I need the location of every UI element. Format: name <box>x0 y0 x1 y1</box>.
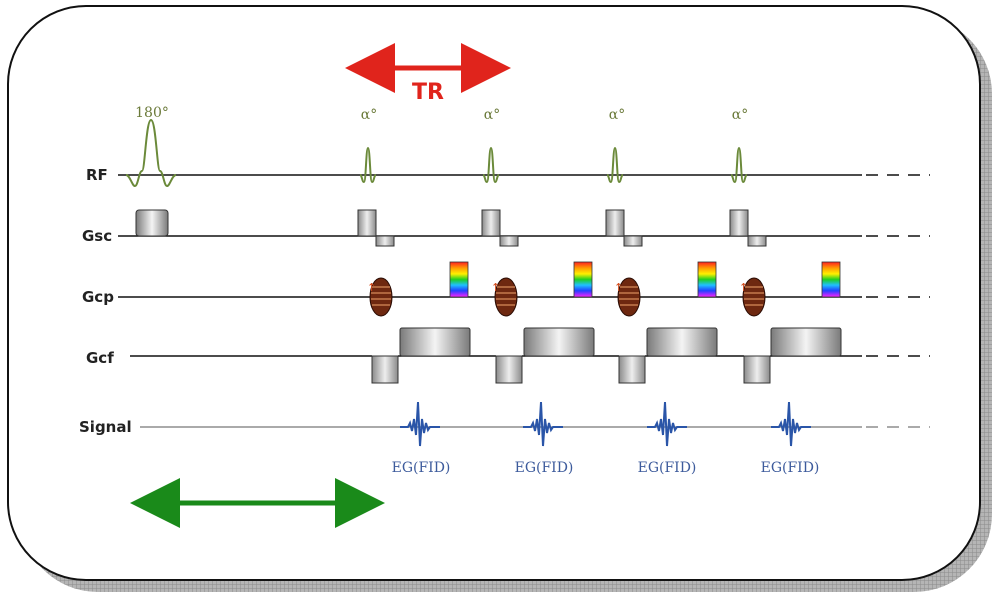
readout-prephase <box>371 355 399 384</box>
gsc-slice-lobe <box>481 209 501 237</box>
tr-label: TR <box>412 80 444 105</box>
gsc-slice-lobe <box>357 209 377 237</box>
phase-rewinder <box>573 261 593 298</box>
row-label-signal: Signal <box>79 418 132 436</box>
readout-prephase <box>618 355 646 384</box>
row-label-gcp: Gcp <box>82 288 114 306</box>
signal-echo <box>523 401 563 447</box>
phase-encode-lobe: ↑ <box>491 277 518 317</box>
phase-encode-lobe: ↑ <box>614 277 641 317</box>
readout-lobe <box>399 327 471 357</box>
signal-echo <box>771 401 811 447</box>
diagram-frame <box>7 5 981 581</box>
gcf-readout <box>371 327 842 384</box>
gcp-phase-encoding: ↑ ↑ ↑ ↑ <box>367 261 841 317</box>
phase-encode-lobe: ↑ <box>739 277 766 317</box>
row-label-rf: RF <box>86 166 108 184</box>
fid-label: EG(FID) <box>638 460 697 476</box>
svg-text:↑: ↑ <box>367 281 376 294</box>
gsc-rephase-lobe <box>499 235 519 247</box>
gsc-slice-lobe <box>605 209 625 237</box>
readout-lobe <box>523 327 595 357</box>
dashed-continuations <box>866 174 930 428</box>
gsc-rephase-lobe <box>747 235 767 247</box>
row-label-gcf: Gcf <box>86 349 114 367</box>
readout-lobe <box>646 327 718 357</box>
fid-label: EG(FID) <box>515 460 574 476</box>
alpha-label: α° <box>609 107 625 123</box>
signal-echo <box>647 401 687 447</box>
pulse-180-label: 180° <box>135 105 169 121</box>
svg-text:↑: ↑ <box>491 281 500 294</box>
gsc-rephase-lobe <box>623 235 643 247</box>
alpha-label: α° <box>484 107 500 123</box>
svg-text:↑: ↑ <box>739 281 748 294</box>
signal-echo <box>400 401 440 447</box>
row-label-gsc: Gsc <box>82 227 112 245</box>
phase-encode-lobe: ↑ <box>367 277 393 317</box>
rf-pulse-alpha <box>606 146 624 184</box>
alpha-pulses: α° α° α° α° <box>359 107 748 184</box>
phase-rewinder <box>449 261 469 298</box>
rf-pulse-alpha <box>359 146 377 184</box>
phase-rewinder <box>821 261 841 298</box>
fid-label: EG(FID) <box>761 460 820 476</box>
readout-lobe <box>770 327 842 357</box>
gsc-slice-lobe <box>729 209 749 237</box>
rf-pulse-alpha <box>730 146 748 184</box>
rf-pulse-alpha <box>482 146 500 184</box>
fid-label: EG(FID) <box>392 460 451 476</box>
readout-prephase <box>743 355 771 384</box>
phase-rewinder <box>697 261 717 298</box>
readout-prephase <box>495 355 523 384</box>
alpha-label: α° <box>732 107 748 123</box>
signal-echoes <box>400 401 811 447</box>
gsc-spoiler <box>135 209 169 237</box>
gsc-rephase-lobe <box>375 235 395 247</box>
svg-text:↑: ↑ <box>614 281 623 294</box>
alpha-label: α° <box>361 107 377 123</box>
rf-pulse-180 <box>125 118 177 188</box>
gsc-gradients <box>135 209 767 247</box>
